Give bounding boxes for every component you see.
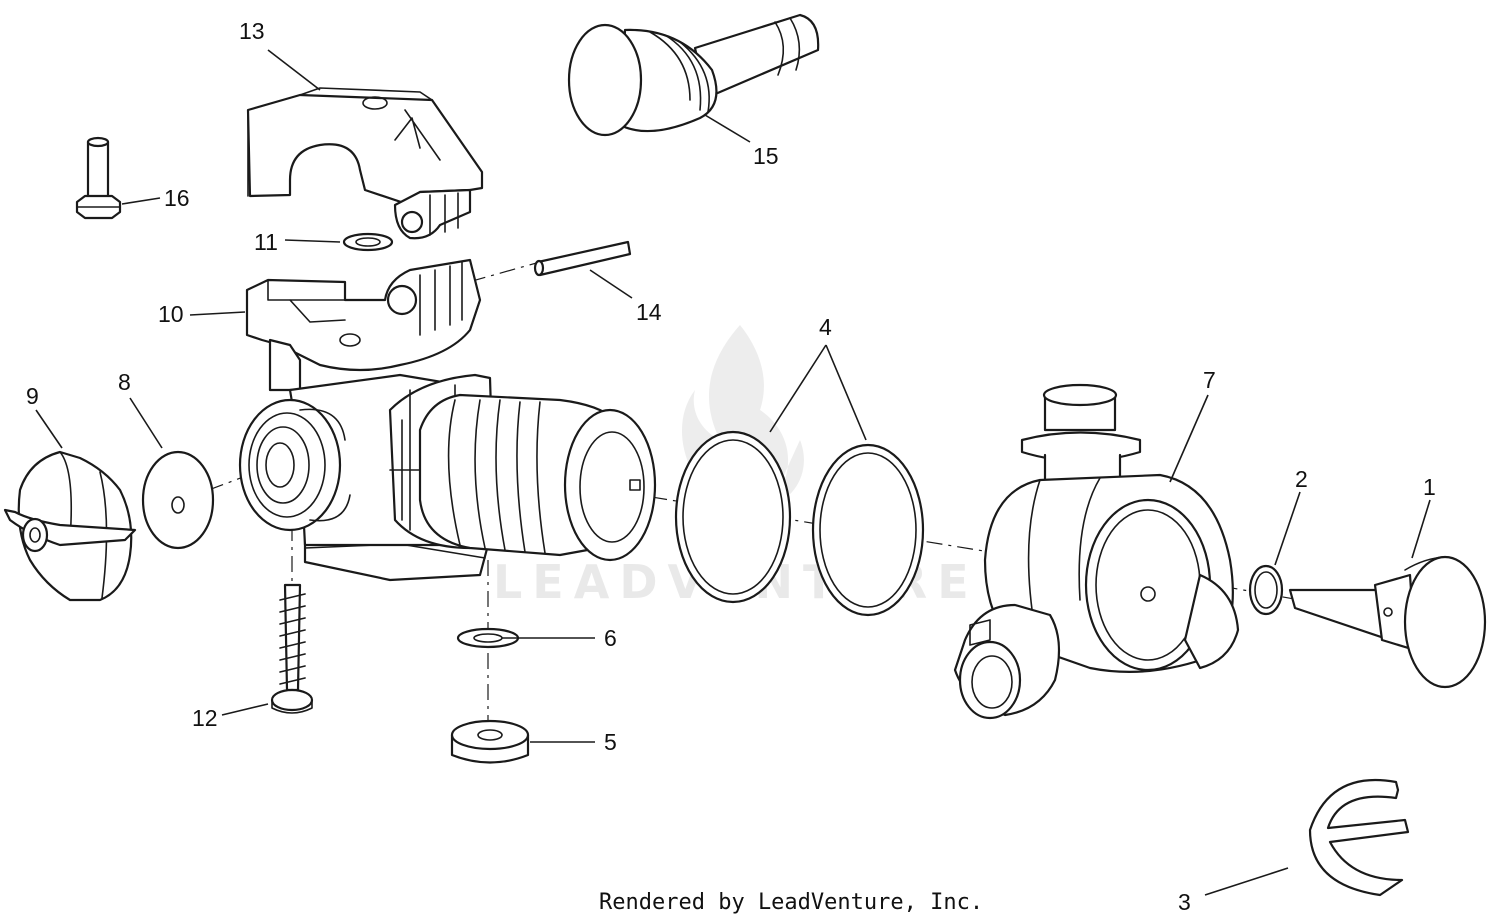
callout-4: 4 — [819, 314, 832, 340]
part-11-washer — [342, 232, 394, 252]
part-4-o-rings — [674, 430, 925, 617]
callout-2: 2 — [1295, 466, 1308, 492]
callout-3: 3 — [1178, 889, 1191, 915]
part-16-bolt — [75, 136, 122, 220]
part-2-o-ring — [1248, 564, 1284, 616]
part-9-knob — [3, 450, 137, 602]
part-12-screw — [270, 583, 314, 714]
part-8-disc — [141, 450, 215, 550]
callout-7: 7 — [1203, 367, 1216, 393]
part-1-plug — [1288, 555, 1487, 689]
part-3-clip — [1308, 778, 1410, 897]
part-13-upper-clamp — [246, 87, 484, 240]
callout-9: 9 — [26, 383, 39, 409]
callout-8: 8 — [118, 369, 131, 395]
callout-15: 15 — [753, 143, 779, 169]
callout-6: 6 — [604, 625, 617, 651]
callout-labels: 13 15 16 11 10 14 4 7 8 9 2 1 6 12 5 3 — [26, 18, 1436, 915]
part-7-tee-housing — [953, 383, 1240, 720]
callout-11: 11 — [254, 229, 278, 255]
callout-1: 1 — [1423, 474, 1436, 500]
part-5-nut — [450, 719, 530, 764]
callout-13: 13 — [239, 18, 265, 44]
callout-5: 5 — [604, 729, 617, 755]
render-credit: Rendered by LeadVenture, Inc. — [599, 890, 983, 915]
part-15-hose-fitting — [567, 13, 820, 137]
callout-12: 12 — [192, 705, 218, 731]
part-14-pin — [533, 240, 632, 277]
leader-lines — [35, 49, 1431, 896]
callout-14: 14 — [636, 299, 662, 325]
callout-10: 10 — [158, 301, 184, 327]
part-10-valve-body — [238, 258, 657, 582]
callout-16: 16 — [164, 185, 190, 211]
